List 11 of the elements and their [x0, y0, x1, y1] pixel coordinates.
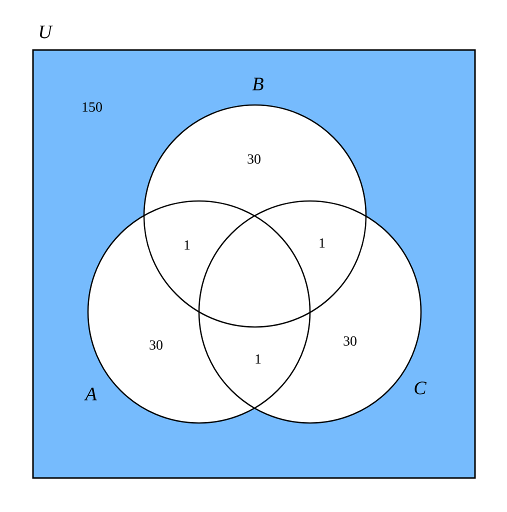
region-count: 30 [150, 340, 162, 350]
region-count: 30 [344, 336, 356, 346]
region-count: 150 [82, 102, 102, 112]
region-count: 1 [184, 240, 190, 250]
set-label: B [252, 78, 264, 90]
set-label: C [414, 382, 426, 394]
set-label: U [40, 26, 53, 38]
set-label: A [84, 388, 97, 400]
region-count: 30 [248, 154, 260, 164]
region-count: 1 [320, 238, 325, 248]
region-count: 1 [256, 354, 261, 364]
